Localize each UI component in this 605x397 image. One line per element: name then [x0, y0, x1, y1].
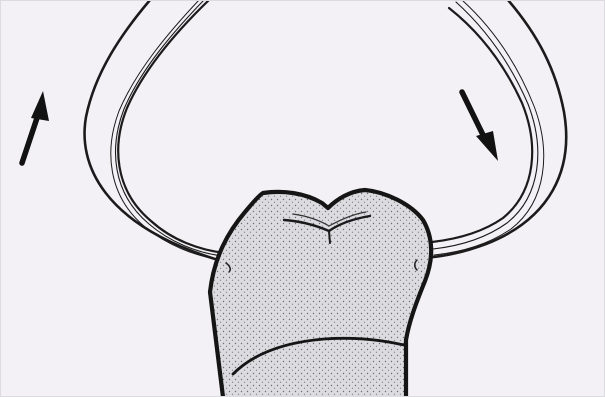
down-arrow — [462, 92, 498, 161]
up-arrow — [22, 91, 49, 163]
tooth-crown — [210, 190, 431, 397]
forceps-left-beak — [85, 0, 232, 268]
